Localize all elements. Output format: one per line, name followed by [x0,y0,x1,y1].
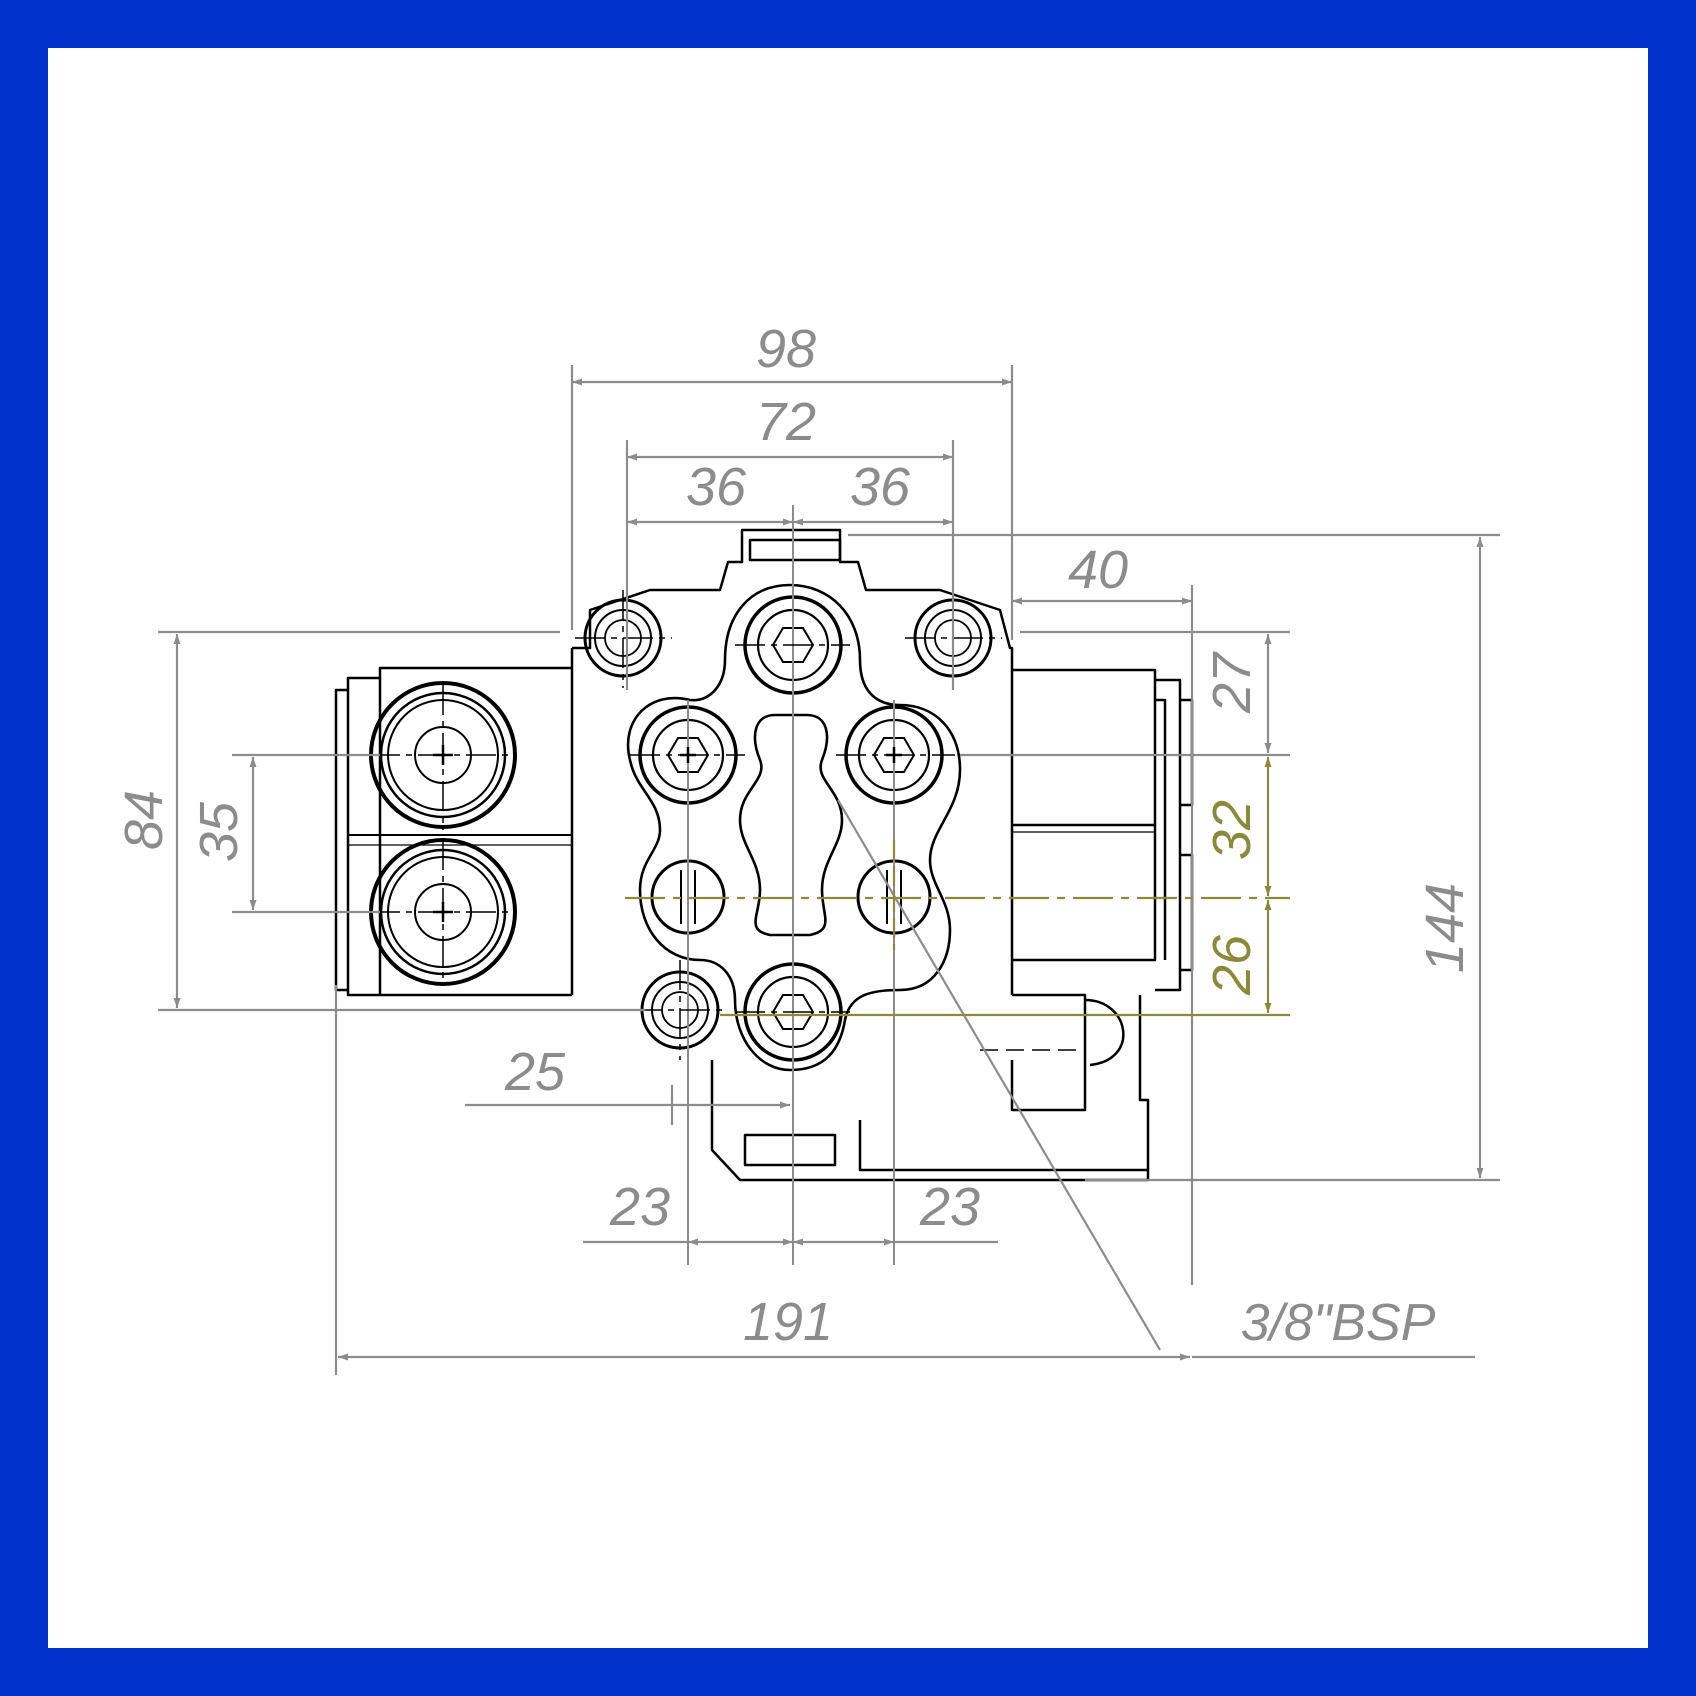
dim-191-label: 191 [743,1292,833,1352]
dim-72-label: 72 [756,392,816,452]
dim-98-label: 98 [756,319,816,379]
dim-27-label: 27 [1202,651,1262,714]
drawing-sheet: 98 72 36 36 40 84 35 27 32 26 144 25 23 … [48,48,1648,1648]
dim-32-label: 32 [1202,800,1262,860]
port-callout-label: 3/8"BSP [1241,1294,1436,1352]
dim-36-left-label: 36 [686,457,747,517]
dimension-lines [158,365,1500,1375]
dim-35-label: 35 [189,801,249,862]
highlight-dimension-lines [625,757,1290,1017]
dim-36-right-label: 36 [850,457,911,517]
dim-84-label: 84 [114,790,174,850]
dimension-labels: 98 72 36 36 40 84 35 27 32 26 144 25 23 … [114,319,1475,1352]
dim-144-label: 144 [1415,883,1475,973]
dim-23-right-label: 23 [919,1177,980,1237]
centre-lines [370,505,1002,1265]
dim-23-left-label: 23 [609,1177,670,1237]
dim-25-label: 25 [504,1042,566,1102]
mounting-bolts [583,595,993,1062]
dim-26-label: 26 [1202,934,1262,996]
pump-technical-drawing: 98 72 36 36 40 84 35 27 32 26 144 25 23 … [114,319,1500,1375]
dim-40-label: 40 [1068,540,1128,600]
valve-block-outline [626,583,962,1072]
